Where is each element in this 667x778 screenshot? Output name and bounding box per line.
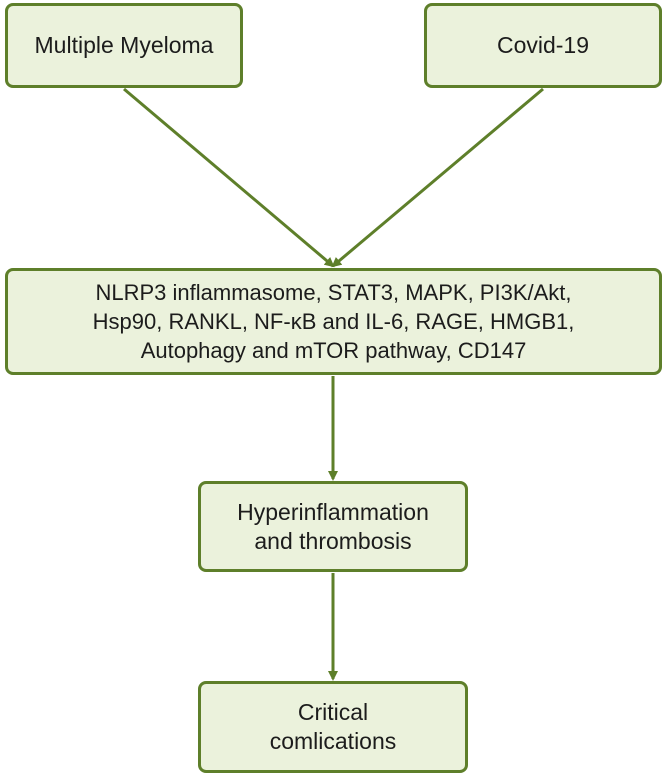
arrow-myeloma-to-pathways	[123, 87, 335, 268]
node-critical-complications: Critical comlications	[198, 681, 468, 773]
node-line: NLRP3 inflammasome, STAT3, MAPK, PI3K/Ak…	[95, 280, 572, 305]
node-line: Critical	[297, 699, 369, 725]
node-multiple-myeloma: Multiple Myeloma	[5, 3, 243, 88]
node-hyperinflammation-text: Hyperinflammation and thrombosis	[237, 498, 429, 556]
node-line: and thrombosis	[254, 527, 412, 554]
node-covid-19-text: Covid-19	[497, 31, 589, 60]
node-covid-19: Covid-19	[424, 3, 662, 88]
node-line: Multiple Myeloma	[34, 32, 214, 58]
node-pathways: NLRP3 inflammasome, STAT3, MAPK, PI3K/Ak…	[5, 268, 662, 375]
node-line: Autophagy and mTOR pathway, CD147	[140, 338, 527, 363]
node-critical-complications-text: Critical comlications	[270, 698, 397, 756]
node-line: Covid-19	[496, 32, 590, 58]
node-line: comlications	[269, 728, 397, 754]
node-pathways-text: NLRP3 inflammasome, STAT3, MAPK, PI3K/Ak…	[93, 278, 575, 365]
arrow-covid-to-pathways	[331, 87, 544, 268]
node-line: Hyperinflammation	[237, 498, 429, 525]
node-line: Hsp90, RANKL, NF-κB and IL-6, RAGE, HMGB…	[92, 309, 575, 334]
node-hyperinflammation: Hyperinflammation and thrombosis	[198, 481, 468, 572]
node-multiple-myeloma-text: Multiple Myeloma	[35, 31, 214, 60]
